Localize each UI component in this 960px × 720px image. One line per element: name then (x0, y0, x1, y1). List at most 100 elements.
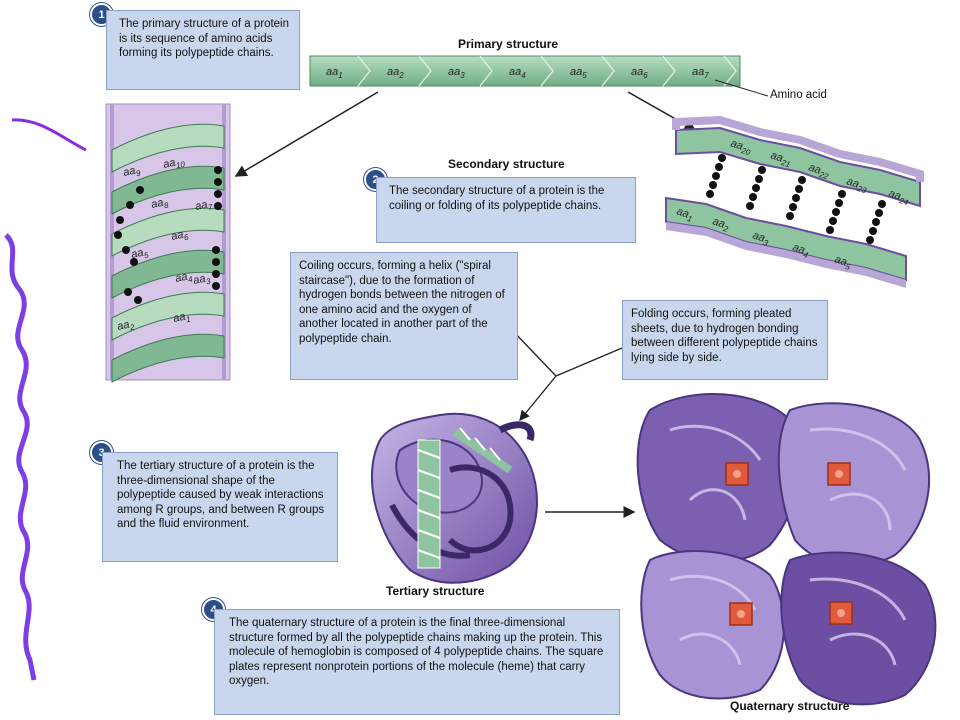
helix-aa-label: aa7 (194, 198, 214, 215)
tertiary-structure-figure (371, 412, 538, 584)
primary-chevron (357, 55, 371, 87)
hydrogen-bond-dot (838, 190, 846, 198)
primary-structure-title: Primary structure (458, 37, 559, 51)
helix-aa-label: aa9 (122, 164, 142, 181)
hydrogen-bond-dot (832, 208, 840, 216)
primary-aa-label: aa6 (631, 66, 648, 80)
primary-chevron (540, 55, 554, 87)
helix-aa-label: aa4 (174, 270, 194, 287)
pleated-sheet-figure (665, 115, 924, 288)
hydrogen-bond-dot (706, 190, 714, 198)
sheet-bottom-aa-label: aa3 (750, 229, 771, 248)
helix-band (111, 333, 225, 383)
hydrogen-bond-dot (786, 212, 794, 220)
hydrogen-bond-dot (214, 190, 222, 198)
arrow-to-tertiary (519, 375, 557, 422)
helix-aa-label: aa3 (192, 272, 212, 289)
secondary-callout: The secondary structure of a protein is … (376, 177, 636, 243)
primary-aa-label: aa3 (448, 66, 465, 80)
hydrogen-bond-dot (746, 202, 754, 210)
helix-callout: Coiling occurs, forming a helix ("spiral… (290, 252, 518, 380)
alpha-helix-figure (105, 103, 231, 383)
hydrogen-bond-dot (826, 226, 834, 234)
primary-aa-label: aa4 (509, 66, 526, 80)
amino-acid-pointer (714, 79, 769, 97)
hydrogen-bond-dot (758, 166, 766, 174)
helix-band (111, 291, 225, 341)
annotation-stroke-top (11, 118, 87, 152)
connector-sheet-callout (555, 347, 623, 377)
hydrogen-bond-dot (134, 296, 142, 304)
sheet-top-aa-label: aa20 (728, 137, 753, 157)
hydrogen-bond-dot (214, 178, 222, 186)
primary-aa-label: aa5 (570, 66, 587, 80)
primary-chevron (479, 55, 493, 87)
hydrogen-bond-dot (136, 186, 144, 194)
quaternary-callout: The quaternary structure of a protein is… (214, 609, 620, 715)
primary-chevron (418, 55, 432, 87)
hydrogen-bond-dot (126, 201, 134, 209)
primary-aa-label: aa2 (387, 66, 404, 80)
sheet-callout: Folding occurs, forming pleated sheets, … (622, 300, 828, 380)
hydrogen-bond-dot (835, 199, 843, 207)
hydrogen-bond-dot (712, 172, 720, 180)
amino-acid-label: Amino acid (770, 89, 827, 101)
hydrogen-bond-dot (212, 270, 220, 278)
hydrogen-bond-dot (798, 176, 806, 184)
sheet-bottom-aa-label: aa4 (790, 241, 811, 260)
sheet-top-aa-label: aa23 (844, 175, 869, 195)
sheet-bottom-aa-label: aa1 (674, 205, 694, 223)
annotation-stroke-wavy (4, 233, 37, 681)
sheet-bottom-aa-label: aa5 (832, 253, 853, 272)
hydrogen-bond-dot (878, 200, 886, 208)
hydrogen-bond-dot (214, 202, 222, 210)
helix-aa-label: aa1 (172, 310, 191, 327)
helix-band (111, 165, 225, 215)
hydrogen-bond-dot (752, 184, 760, 192)
primary-chevron (662, 55, 676, 87)
helix-aa-label: aa10 (162, 155, 186, 173)
hydrogen-bond-dot (869, 227, 877, 235)
helix-aa-label: aa2 (116, 318, 136, 335)
hydrogen-bond-dot (709, 181, 717, 189)
sheet-top-aa-label: aa21 (768, 149, 792, 169)
hydrogen-bond-dot (122, 246, 130, 254)
sheet-top-aa-label: aa22 (806, 161, 831, 181)
hydrogen-bond-dot (114, 231, 122, 239)
hydrogen-bond-dot (875, 209, 883, 217)
hydrogen-bond-dot (212, 282, 220, 290)
hydrogen-bond-dot (212, 258, 220, 266)
hydrogen-bond-dot (124, 288, 132, 296)
hydrogen-bond-dot (214, 166, 222, 174)
helix-aa-label: aa5 (130, 246, 150, 263)
primary-chain-ribbon (309, 55, 741, 87)
hydrogen-bond-dot (789, 203, 797, 211)
hydrogen-bond-dot (755, 175, 763, 183)
helix-band (111, 249, 225, 299)
hydrogen-bond-dot (749, 193, 757, 201)
helix-aa-label: aa6 (170, 228, 190, 245)
primary-aa-label: aa7 (692, 66, 709, 80)
tertiary-callout: The tertiary structure of a protein is t… (102, 452, 338, 562)
hydrogen-bond-dot (715, 163, 723, 171)
primary-chevron (723, 55, 737, 87)
hydrogen-bond-dot (792, 194, 800, 202)
primary-chevron (601, 55, 615, 87)
hydrogen-bond-dot (795, 185, 803, 193)
helix-aa-label: aa8 (150, 196, 170, 213)
secondary-structure-title: Secondary structure (448, 157, 565, 171)
hydrogen-bond-dot (718, 154, 726, 162)
hydrogen-bond-dot (130, 258, 138, 266)
quaternary-structure-figure (636, 393, 937, 706)
hydrogen-bond-dot (866, 236, 874, 244)
sheet-bottom-aa-label: aa2 (710, 215, 731, 234)
hydrogen-bond-dot (829, 217, 837, 225)
quaternary-structure-title: Quaternary structure (730, 699, 850, 713)
connector-helix-callout (511, 329, 557, 377)
helix-band (111, 123, 225, 173)
hydrogen-bond-dot (872, 218, 880, 226)
helix-band (111, 207, 225, 257)
